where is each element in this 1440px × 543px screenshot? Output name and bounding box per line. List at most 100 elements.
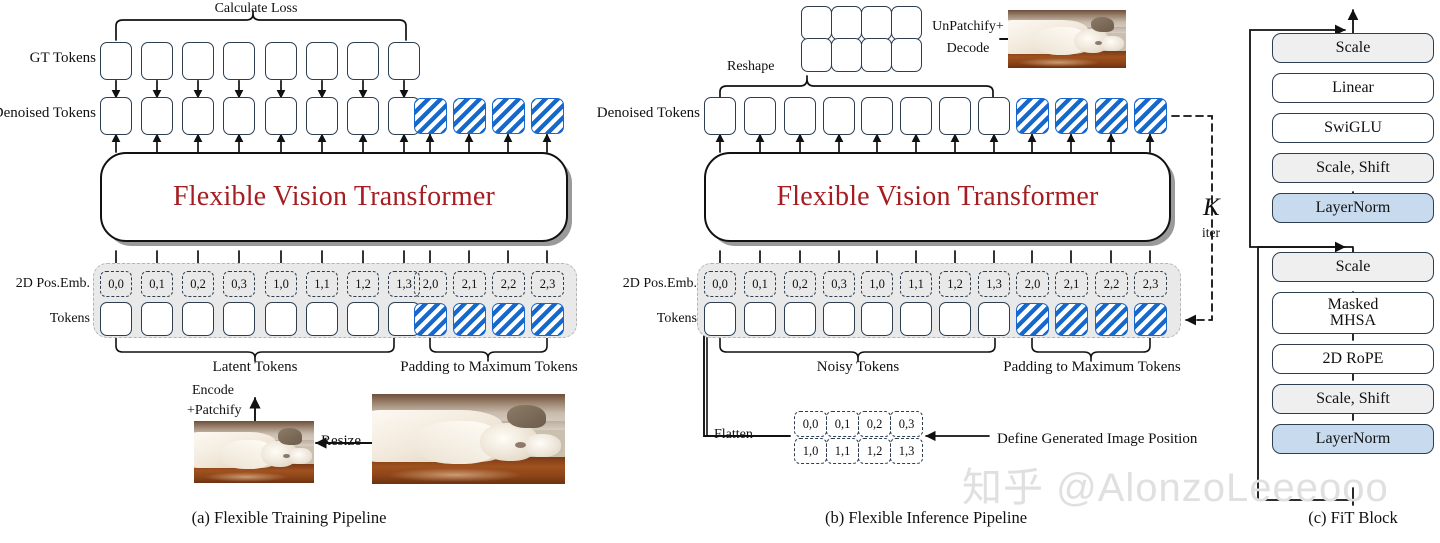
latent-token[interactable] [100, 302, 132, 336]
pos-emb-cell: 0,0 [100, 271, 132, 297]
denoised-token[interactable] [141, 97, 173, 135]
gt-token[interactable] [388, 42, 420, 80]
reshape-cell[interactable] [861, 38, 892, 72]
caption-c: (c) FiT Block [1308, 508, 1398, 527]
fit-block-swiglu[interactable]: SwiGLU [1272, 113, 1434, 143]
denoised-token[interactable] [306, 97, 338, 135]
padding-token[interactable] [1016, 303, 1049, 336]
noisy-token[interactable] [744, 302, 776, 336]
pos-emb-cell: 2,1 [1055, 271, 1088, 297]
denoised-token[interactable] [784, 97, 816, 135]
original-cat-photo [372, 394, 565, 484]
pos-emb-cell: 1,2 [347, 271, 379, 297]
padding-token[interactable] [1095, 98, 1128, 134]
gt-token[interactable] [347, 42, 379, 80]
denoised-token[interactable] [182, 97, 214, 135]
denoised-token[interactable] [823, 97, 855, 135]
latent-token[interactable] [306, 302, 338, 336]
reshape-cell[interactable] [801, 38, 832, 72]
padding-token[interactable] [1134, 303, 1167, 336]
latent-tokens-label: Latent Tokens [212, 359, 298, 375]
noisy-token[interactable] [939, 302, 971, 336]
reshape-cell[interactable] [801, 6, 832, 40]
padding-token[interactable] [453, 303, 486, 336]
fit-block-layernorm-top[interactable]: LayerNorm [1272, 193, 1434, 223]
pos-emb-cell: 1,3 [388, 271, 420, 297]
pos-emb-cell: 0,1 [141, 271, 173, 297]
gt-token[interactable] [223, 42, 255, 80]
fit-block-scale-shift-top[interactable]: Scale, Shift [1272, 153, 1434, 183]
denoised-token[interactable] [347, 97, 379, 135]
denoised-token[interactable] [265, 97, 297, 135]
gt-token[interactable] [141, 42, 173, 80]
denoised-tokens-label-b: Denoised Tokens [596, 105, 700, 121]
denoised-token[interactable] [704, 97, 736, 135]
padding-token[interactable] [1055, 98, 1088, 134]
denoised-token[interactable] [744, 97, 776, 135]
latent-token[interactable] [347, 302, 379, 336]
denoised-token[interactable] [100, 97, 132, 135]
noisy-token[interactable] [978, 302, 1010, 336]
gt-token[interactable] [265, 42, 297, 80]
pos-emb-cell: 0,2 [784, 271, 816, 297]
reshape-cell[interactable] [831, 6, 862, 40]
padding-token[interactable] [492, 98, 525, 134]
padding-token[interactable] [1016, 98, 1049, 134]
resize-label: Resize [321, 433, 361, 449]
fit-block-2d-rope[interactable]: 2D RoPE [1272, 344, 1434, 374]
gt-token[interactable] [182, 42, 214, 80]
caption-b: (b) Flexible Inference Pipeline [824, 508, 1028, 527]
noisy-token[interactable] [704, 302, 736, 336]
padding-token[interactable] [414, 303, 447, 336]
denoised-token[interactable] [900, 97, 932, 135]
padding-token[interactable] [1055, 303, 1088, 336]
pos-emb-cell: 2,2 [1095, 271, 1128, 297]
fit-block-scale-bottom[interactable]: Scale [1272, 252, 1434, 282]
denoised-token[interactable] [223, 97, 255, 135]
fit-block-layernorm-bottom[interactable]: LayerNorm [1272, 424, 1434, 454]
noisy-token[interactable] [823, 302, 855, 336]
gt-token[interactable] [100, 42, 132, 80]
latent-token[interactable] [223, 302, 255, 336]
pos-emb-cell: 2,2 [492, 271, 525, 297]
denoised-token[interactable] [939, 97, 971, 135]
noisy-token[interactable] [900, 302, 932, 336]
gt-token[interactable] [306, 42, 338, 80]
fit-block-masked-mhsa[interactable]: Masked MHSA [1272, 292, 1434, 334]
fit-block-linear[interactable]: Linear [1272, 73, 1434, 103]
padding-token[interactable] [1134, 98, 1167, 134]
position-cell: 1,2 [858, 438, 891, 464]
pos-emb-cell: 1,0 [265, 271, 297, 297]
pos-emb-label-a: 2D Pos.Emb. [15, 276, 90, 291]
latent-token[interactable] [265, 302, 297, 336]
reshape-label: Reshape [727, 59, 775, 74]
padding-token[interactable] [531, 98, 564, 134]
position-cell: 1,3 [890, 438, 923, 464]
padding-token[interactable] [1095, 303, 1128, 336]
noisy-token[interactable] [861, 302, 893, 336]
encode-label-line1: Encode [192, 383, 234, 398]
latent-token[interactable] [141, 302, 173, 336]
position-cell: 0,0 [794, 411, 827, 437]
tokens-label-b: Tokens [656, 311, 697, 326]
flexible-vision-transformer-a: Flexible Vision Transformer [100, 152, 568, 242]
denoised-token[interactable] [978, 97, 1010, 135]
decoded-cat-photo [1008, 10, 1126, 68]
padding-token[interactable] [453, 98, 486, 134]
caption-a: (a) Flexible Training Pipeline [191, 508, 387, 527]
reshape-cell[interactable] [861, 6, 892, 40]
reshape-cell[interactable] [831, 38, 862, 72]
fit-block-scale-shift-bottom[interactable]: Scale, Shift [1272, 384, 1434, 414]
reshape-cell[interactable] [891, 38, 922, 72]
reshape-cell[interactable] [891, 6, 922, 40]
fit-block-scale-top[interactable]: Scale [1272, 33, 1434, 63]
pos-emb-cell: 0,0 [704, 271, 736, 297]
denoised-token[interactable] [861, 97, 893, 135]
latent-token[interactable] [182, 302, 214, 336]
position-cell: 0,2 [858, 411, 891, 437]
padding-token[interactable] [414, 98, 447, 134]
noisy-token[interactable] [784, 302, 816, 336]
padding-token[interactable] [492, 303, 525, 336]
padding-token[interactable] [531, 303, 564, 336]
